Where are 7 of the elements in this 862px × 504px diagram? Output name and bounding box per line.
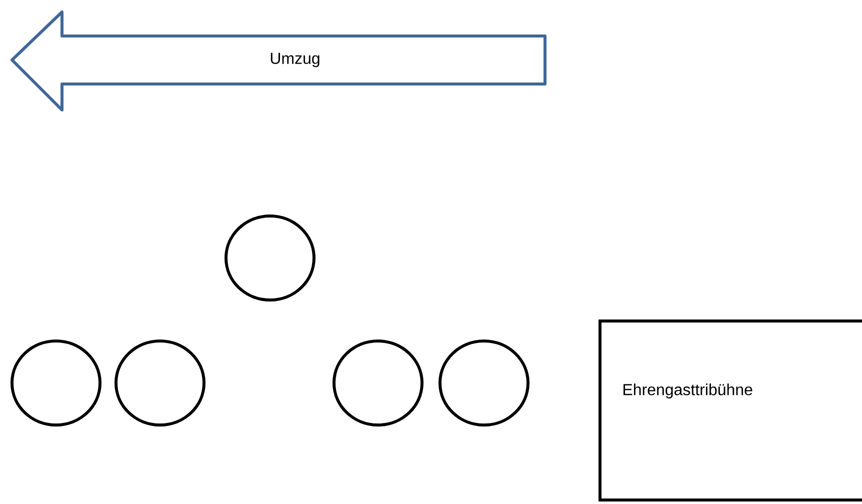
circle: [224, 214, 316, 302]
circle: [332, 340, 424, 426]
circle: [10, 340, 102, 426]
stand-box: Ehrengasttribühne: [598, 320, 862, 502]
circle: [438, 340, 530, 426]
arrow-banner: Umzug: [10, 10, 546, 112]
circle: [114, 340, 206, 426]
